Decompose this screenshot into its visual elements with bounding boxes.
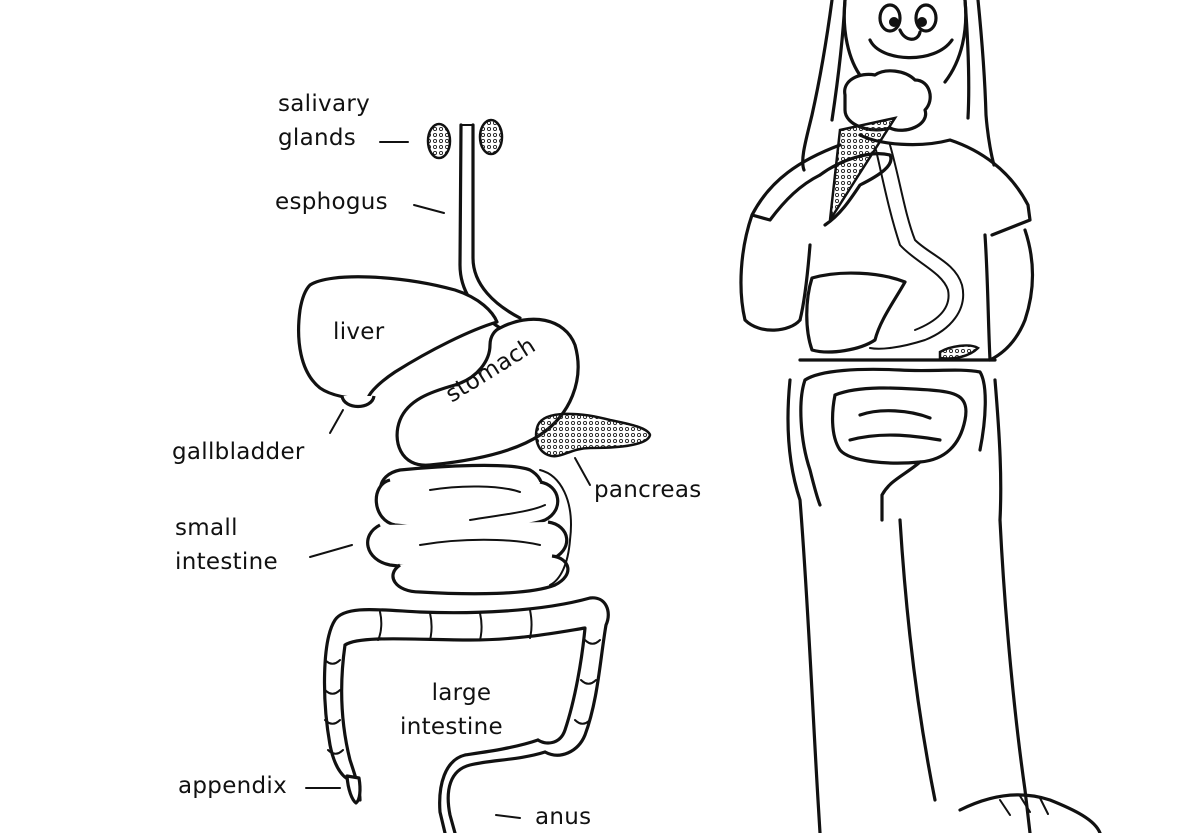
hair — [801, 0, 996, 172]
left-arm — [739, 143, 842, 332]
salivary-glands-label-line2: glands — [278, 125, 357, 151]
smile — [868, 38, 954, 60]
appendix-shape — [345, 774, 362, 805]
small-intestine-label-line2: intestine — [175, 549, 278, 575]
salivary-gland-right — [478, 118, 504, 156]
eye-left — [878, 3, 902, 33]
salivary-glands-label-line1: salivary — [278, 91, 371, 117]
gallbladder-shape — [340, 395, 376, 409]
gallbladder-label: gallbladder — [172, 439, 305, 465]
large-intestine-label-line2: intestine — [400, 714, 503, 740]
pants — [786, 378, 1032, 833]
eye-right — [914, 3, 938, 33]
organ-diagram — [297, 118, 652, 833]
appendix-label: appendix — [178, 773, 288, 799]
child-figure — [739, 0, 1102, 833]
salivary-glands-label: salivary glands — [278, 87, 370, 155]
large-intestine-label-line1: large — [431, 680, 492, 706]
leader-lines — [305, 141, 591, 819]
esophagus-label: esphogus — [275, 189, 388, 215]
hand — [818, 152, 893, 227]
small-intestine-label-line1: small — [175, 515, 238, 541]
shoe — [958, 793, 1102, 833]
anus-label: anus — [535, 804, 592, 830]
face-outline — [842, 0, 968, 84]
salivary-gland-left — [426, 122, 452, 160]
stomach-shape — [395, 317, 580, 467]
ice-cream-cone — [828, 116, 898, 221]
nose — [898, 28, 922, 41]
pancreas-shape — [534, 412, 652, 458]
small-intestine-label: small intestine — [175, 511, 278, 579]
large-intestine-label: large intestine — [400, 676, 503, 744]
liver-shape — [297, 275, 499, 401]
right-arm — [988, 228, 1035, 362]
shirt — [798, 133, 1032, 362]
small-intestine-coils — [366, 463, 572, 596]
pancreas-label: pancreas — [594, 477, 702, 503]
liver-label: liver — [333, 319, 385, 345]
